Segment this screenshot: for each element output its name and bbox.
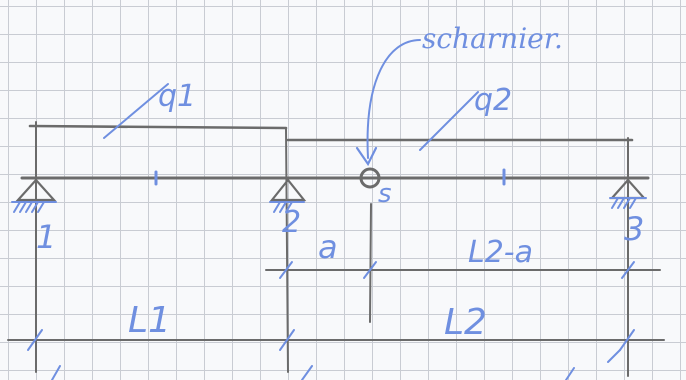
- support-1-triangle: [15, 178, 57, 202]
- dim-tick-upper-1: [279, 261, 293, 279]
- dimension-label-l2-minus-a: L2-a: [468, 235, 533, 270]
- bottom-partial-stroke-3: [565, 367, 575, 380]
- hinge-arrow-curve: [366, 39, 421, 159]
- dimension-label-a: a: [318, 228, 338, 266]
- bottom-partial-stroke-1: [51, 365, 61, 380]
- dim-tick-lower-1: [27, 329, 43, 351]
- bottom-partial-stroke-4: [607, 349, 621, 363]
- dim-tick-lower-2: [279, 329, 295, 351]
- dimension-label-l1: L1: [128, 300, 171, 341]
- support-1-hatching: [11, 201, 57, 213]
- support-label-2: 2: [282, 205, 301, 240]
- dimension-label-l2: L2: [444, 302, 487, 343]
- load-label-q1: q1: [158, 79, 196, 114]
- hinge-arrow-head: [355, 146, 378, 167]
- bottom-partial-stroke-2: [301, 365, 313, 380]
- support-2-hatching: [269, 201, 305, 213]
- support-label-3: 3: [624, 210, 644, 248]
- dim-tick-upper-3: [621, 261, 635, 279]
- leader-q2: [419, 91, 479, 151]
- load-line-q1: [28, 124, 288, 130]
- hinge-label-s: s: [378, 179, 392, 209]
- support-label-1: 1: [36, 218, 56, 256]
- hinge-circle: [359, 167, 381, 189]
- leader-q1: [103, 83, 169, 139]
- vertical-line-hinge: [369, 203, 372, 323]
- dim-tick-upper-2: [363, 261, 377, 279]
- dim-tick-lower-3: [619, 329, 635, 351]
- vertical-line-support-2: [285, 127, 289, 373]
- support-2-triangle: [269, 178, 307, 202]
- hinge-note-label: scharnier.: [422, 22, 563, 55]
- support-3-hatching: [609, 197, 647, 209]
- load-label-q2: q2: [474, 83, 512, 118]
